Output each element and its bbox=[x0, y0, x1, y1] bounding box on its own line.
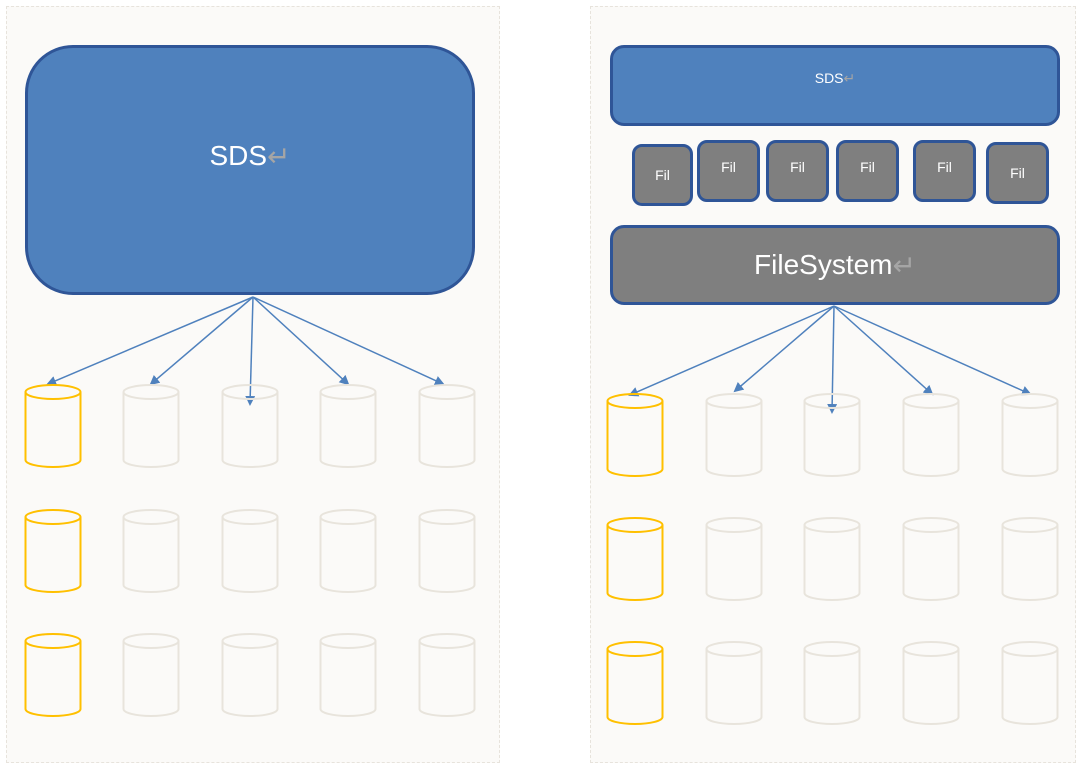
cylinder-disk-icon bbox=[606, 641, 664, 725]
return-arrow-icon: ↵ bbox=[267, 140, 291, 172]
file-label: Fil bbox=[655, 167, 670, 183]
right-sds-box: SDS↵ bbox=[610, 45, 1060, 126]
cylinder-disk-icon bbox=[24, 509, 82, 593]
cylinder-disk-icon bbox=[418, 384, 476, 468]
arrow bbox=[827, 305, 838, 414]
arrow bbox=[149, 296, 254, 386]
file-label: Fil bbox=[860, 159, 875, 175]
cylinder-disk-icon bbox=[24, 633, 82, 717]
cylinder-disk-icon bbox=[606, 393, 664, 477]
cylinder-disk-icon bbox=[1001, 393, 1059, 477]
arrow bbox=[733, 305, 835, 393]
cylinder-disk-icon bbox=[221, 509, 279, 593]
cylinder-disk-icon bbox=[705, 517, 763, 601]
cylinder-disk-icon bbox=[606, 517, 664, 601]
cylinder-disk-icon bbox=[803, 517, 861, 601]
arrow bbox=[252, 296, 445, 386]
cylinder-disk-icon bbox=[319, 633, 377, 717]
file-label: Fil bbox=[937, 159, 952, 175]
cylinder-disk-icon bbox=[902, 641, 960, 725]
cylinder-disk-icon bbox=[221, 384, 279, 468]
arrow bbox=[833, 305, 934, 396]
file-label: Fil bbox=[790, 159, 805, 175]
file-box: Fil bbox=[766, 140, 829, 202]
file-label: Fil bbox=[721, 159, 736, 175]
cylinder-disk-icon bbox=[122, 509, 180, 593]
cylinder-disk-icon bbox=[803, 641, 861, 725]
cylinder-disk-icon bbox=[122, 633, 180, 717]
cylinder-disk-icon bbox=[221, 633, 279, 717]
cylinder-disk-icon bbox=[319, 384, 377, 468]
cylinder-disk-icon bbox=[1001, 641, 1059, 725]
return-arrow-icon: ↵ bbox=[843, 70, 856, 86]
right-sds-label: SDS bbox=[814, 70, 844, 86]
cylinder-disk-icon bbox=[705, 641, 763, 725]
file-label: Fil bbox=[1010, 165, 1025, 181]
cylinder-disk-icon bbox=[24, 384, 82, 468]
cylinder-disk-icon bbox=[418, 509, 476, 593]
file-box: Fil bbox=[836, 140, 899, 202]
cylinder-disk-icon bbox=[418, 633, 476, 717]
file-box: Fil bbox=[632, 144, 693, 206]
left-sds-box: SDS↵ bbox=[25, 45, 475, 295]
cylinder-disk-icon bbox=[902, 393, 960, 477]
return-arrow-icon: ↵ bbox=[892, 249, 916, 281]
file-box: Fil bbox=[986, 142, 1049, 204]
cylinder-disk-icon bbox=[803, 393, 861, 477]
cylinder-disk-icon bbox=[1001, 517, 1059, 601]
cylinder-disk-icon bbox=[122, 384, 180, 468]
file-box: Fil bbox=[913, 140, 976, 202]
arrow bbox=[628, 305, 835, 397]
cylinder-disk-icon bbox=[705, 393, 763, 477]
cylinder-disk-icon bbox=[902, 517, 960, 601]
filesystem-box: FileSystem↵ bbox=[610, 225, 1060, 305]
arrow bbox=[833, 305, 1032, 396]
left-sds-label: SDS bbox=[209, 140, 268, 171]
arrow bbox=[46, 296, 254, 386]
arrow bbox=[245, 296, 256, 406]
filesystem-label: FileSystem bbox=[754, 249, 893, 280]
file-box: Fil bbox=[697, 140, 760, 202]
cylinder-disk-icon bbox=[319, 509, 377, 593]
arrow bbox=[252, 296, 350, 386]
